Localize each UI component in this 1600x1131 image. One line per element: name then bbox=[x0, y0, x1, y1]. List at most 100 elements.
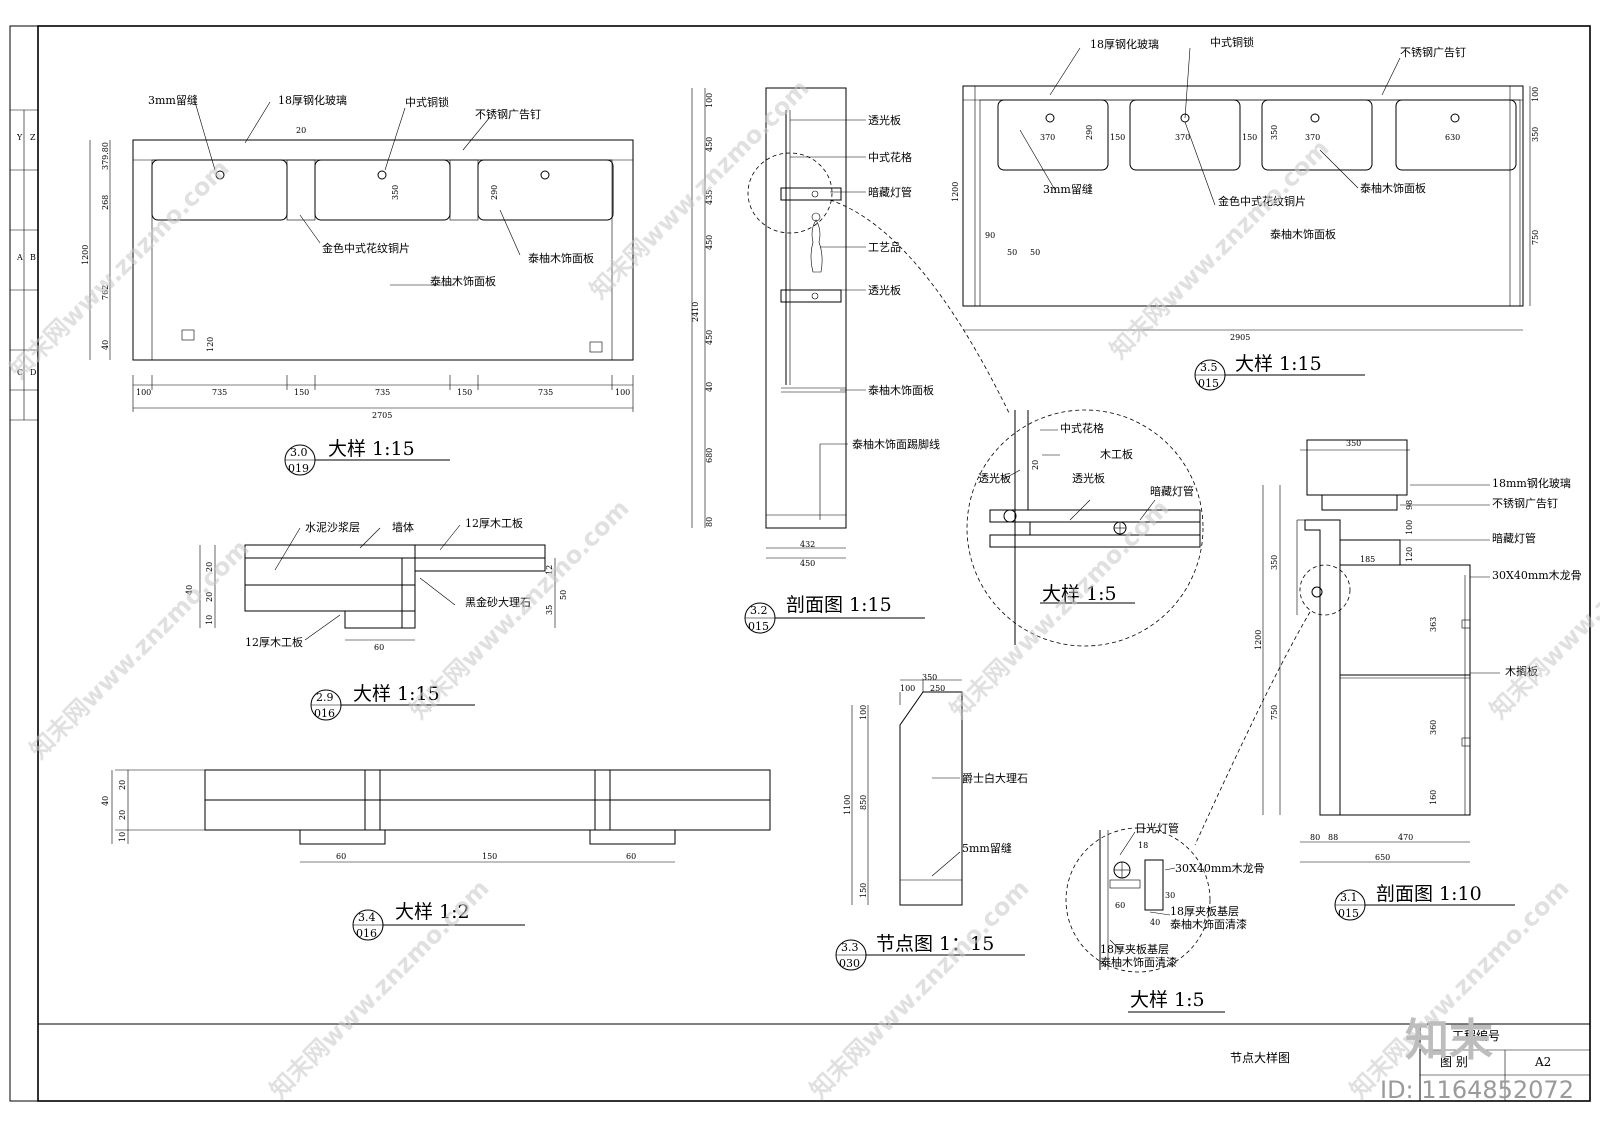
title-block: 节点大样图 工程编号 图 别 A2 bbox=[1230, 1024, 1590, 1101]
dim: 680 bbox=[705, 448, 714, 463]
callout: 12厚木工板 bbox=[465, 516, 523, 530]
callout: 中式铜锁 bbox=[405, 95, 449, 109]
dim: 735 bbox=[538, 388, 553, 397]
callout: 暗藏灯管 bbox=[1150, 484, 1194, 498]
sheet-frame bbox=[9, 25, 1591, 1102]
callout: 泰柚木饰面清漆 bbox=[1100, 955, 1177, 969]
dim: 290 bbox=[490, 185, 499, 200]
dim: 363 bbox=[1429, 617, 1438, 632]
detail-title: 大样 1:2 bbox=[395, 901, 470, 923]
callout: 3mm留缝 bbox=[1043, 182, 1093, 196]
dim: 150 bbox=[482, 852, 497, 861]
dim-height: 1200 bbox=[1254, 630, 1263, 650]
callout: 暗藏灯管 bbox=[1492, 531, 1536, 545]
dim: 20 bbox=[205, 562, 214, 572]
dim-height: 1200 bbox=[81, 245, 90, 265]
detail-e-title: 2.9 016 大样 1:15 bbox=[310, 683, 475, 721]
dim: 80 bbox=[705, 517, 714, 527]
detail-e-callouts: 水泥沙浆层 墙体 12厚木工板 黑金砂大理石 12厚木工板 bbox=[245, 516, 531, 649]
dim: 120 bbox=[1405, 547, 1414, 562]
dim: 100 bbox=[136, 388, 151, 397]
strip-label-6: D bbox=[30, 368, 36, 377]
detail-f-dims: 40 20 20 10 60 150 60 bbox=[101, 780, 636, 861]
dim: 40 bbox=[185, 585, 194, 595]
dim: 160 bbox=[1429, 790, 1438, 805]
dim: 40 bbox=[101, 340, 110, 350]
detail-g-title: 3.3 030 节点图 1：15 bbox=[835, 933, 1025, 971]
dim: 450 bbox=[705, 137, 714, 152]
dim: 150 bbox=[294, 388, 309, 397]
dim: 18 bbox=[1138, 841, 1148, 850]
dim: 370 bbox=[1305, 133, 1320, 142]
detail-g-dims: 350 100 250 100 850 150 1100 爵士白大理石 5mm留… bbox=[843, 673, 1028, 898]
detail-f-title: 3.4 016 大样 1:2 bbox=[352, 901, 525, 941]
strip-label-5: C bbox=[17, 368, 23, 377]
dim: 350 bbox=[1270, 555, 1279, 570]
index-top: 3.2 bbox=[750, 604, 768, 617]
dim: 20 bbox=[118, 810, 127, 820]
detail-e-dims: 40 20 20 10 12 50 35 60 bbox=[185, 562, 568, 652]
watermark-text: 知末网www.znzmo.com bbox=[804, 874, 1034, 1104]
project-no-label: 工程编号 bbox=[1452, 1028, 1500, 1043]
index-top: 2.9 bbox=[316, 691, 334, 704]
watermark-text: 知末网www.znzmo.com bbox=[24, 534, 254, 764]
dim: 60 bbox=[1115, 901, 1125, 910]
callout: 金色中式花纹铜片 bbox=[322, 241, 410, 255]
callout: 泰柚木饰面踢脚线 bbox=[852, 437, 940, 451]
copper-lock-icon bbox=[215, 170, 225, 180]
detail-a-callouts: 3mm留缝 18厚钢化玻璃 中式铜锁 不锈钢广告钉 金色中式花纹铜片 泰柚木饰面… bbox=[148, 93, 594, 288]
dim: 268 bbox=[101, 195, 110, 210]
detail-title: 大样 1:5 bbox=[1042, 583, 1117, 605]
detail-title: 节点图 1：15 bbox=[876, 933, 994, 955]
watermark-text: 知末网www.znzmo.com bbox=[264, 874, 494, 1104]
detail-i-zoom bbox=[1065, 827, 1211, 973]
dim: 30 bbox=[1165, 891, 1175, 900]
copper-lock-icon bbox=[377, 170, 387, 180]
copper-lock-icon bbox=[1310, 113, 1320, 123]
callout: 墙体 bbox=[392, 520, 414, 534]
callout: 透光板 bbox=[868, 283, 901, 297]
dim: 60 bbox=[336, 852, 346, 861]
dim: 100 bbox=[1531, 87, 1540, 102]
dim: 20 bbox=[118, 780, 127, 790]
detail-c-title: 3.5 015 大样 1:15 bbox=[1194, 353, 1365, 391]
detail-c-dims: 370 290 150 370 150 350 370 630 100 350 … bbox=[951, 87, 1540, 342]
index-top: 3.0 bbox=[290, 446, 308, 459]
dim: 150 bbox=[1110, 133, 1125, 142]
dim: 650 bbox=[1375, 853, 1390, 862]
callout: 泰柚木饰面板 bbox=[868, 383, 934, 397]
dim: 185 bbox=[1360, 555, 1375, 564]
dim: 20 bbox=[296, 126, 306, 135]
dim-height: 1100 bbox=[843, 795, 852, 815]
sheet-title: 节点大样图 bbox=[1230, 1050, 1290, 1065]
callout: 木工板 bbox=[1100, 447, 1133, 461]
detail-d-zoom bbox=[966, 409, 1204, 647]
detail-h-callouts: 18mm钢化玻璃 不锈钢广告钉 暗藏灯管 30X40mm木龙骨 木搁板 bbox=[1400, 476, 1582, 678]
watermark-id: ID: 1164852072 bbox=[1380, 1076, 1574, 1104]
dim: 100 bbox=[705, 93, 714, 108]
index-bottom: 016 bbox=[356, 927, 377, 940]
watermark-text: 知末网www.znzmo.com bbox=[584, 74, 814, 304]
dim: 40 bbox=[101, 796, 110, 806]
detail-c-callouts: 18厚钢化玻璃 中式铜锁 不锈钢广告钉 3mm留缝 金色中式花纹铜片 泰柚木饰面… bbox=[1019, 35, 1466, 241]
dim: 12 bbox=[545, 565, 554, 575]
detail-a-title: 3.0 019 大样 1:15 bbox=[284, 438, 450, 476]
dim-total: 2705 bbox=[372, 411, 392, 420]
index-top: 3.4 bbox=[358, 911, 376, 924]
dim: 50 bbox=[1007, 248, 1017, 257]
callout: 透光板 bbox=[1072, 471, 1105, 485]
index-bottom: 016 bbox=[314, 707, 335, 720]
detail-title: 剖面图 1:15 bbox=[786, 594, 892, 616]
dim: 370 bbox=[1175, 133, 1190, 142]
callout: 泰柚木饰面板 bbox=[1360, 181, 1426, 195]
detail-a-elevation bbox=[89, 139, 634, 412]
dim: 60 bbox=[374, 643, 384, 652]
callout: 18厚夹板基层 bbox=[1170, 904, 1239, 918]
dim-total: 2905 bbox=[1230, 333, 1250, 342]
dim: 120 bbox=[206, 337, 215, 352]
detail-title: 大样 1:15 bbox=[328, 438, 415, 460]
detail-i-labels: 日光灯管 30X40mm木龙骨 18厚夹板基层 泰柚木饰面清漆 18厚夹板基层 … bbox=[1100, 821, 1265, 1013]
detail-title: 大样 1:5 bbox=[1130, 989, 1205, 1011]
index-top: 3.3 bbox=[841, 941, 859, 954]
copper-lock-icon bbox=[1045, 113, 1055, 123]
